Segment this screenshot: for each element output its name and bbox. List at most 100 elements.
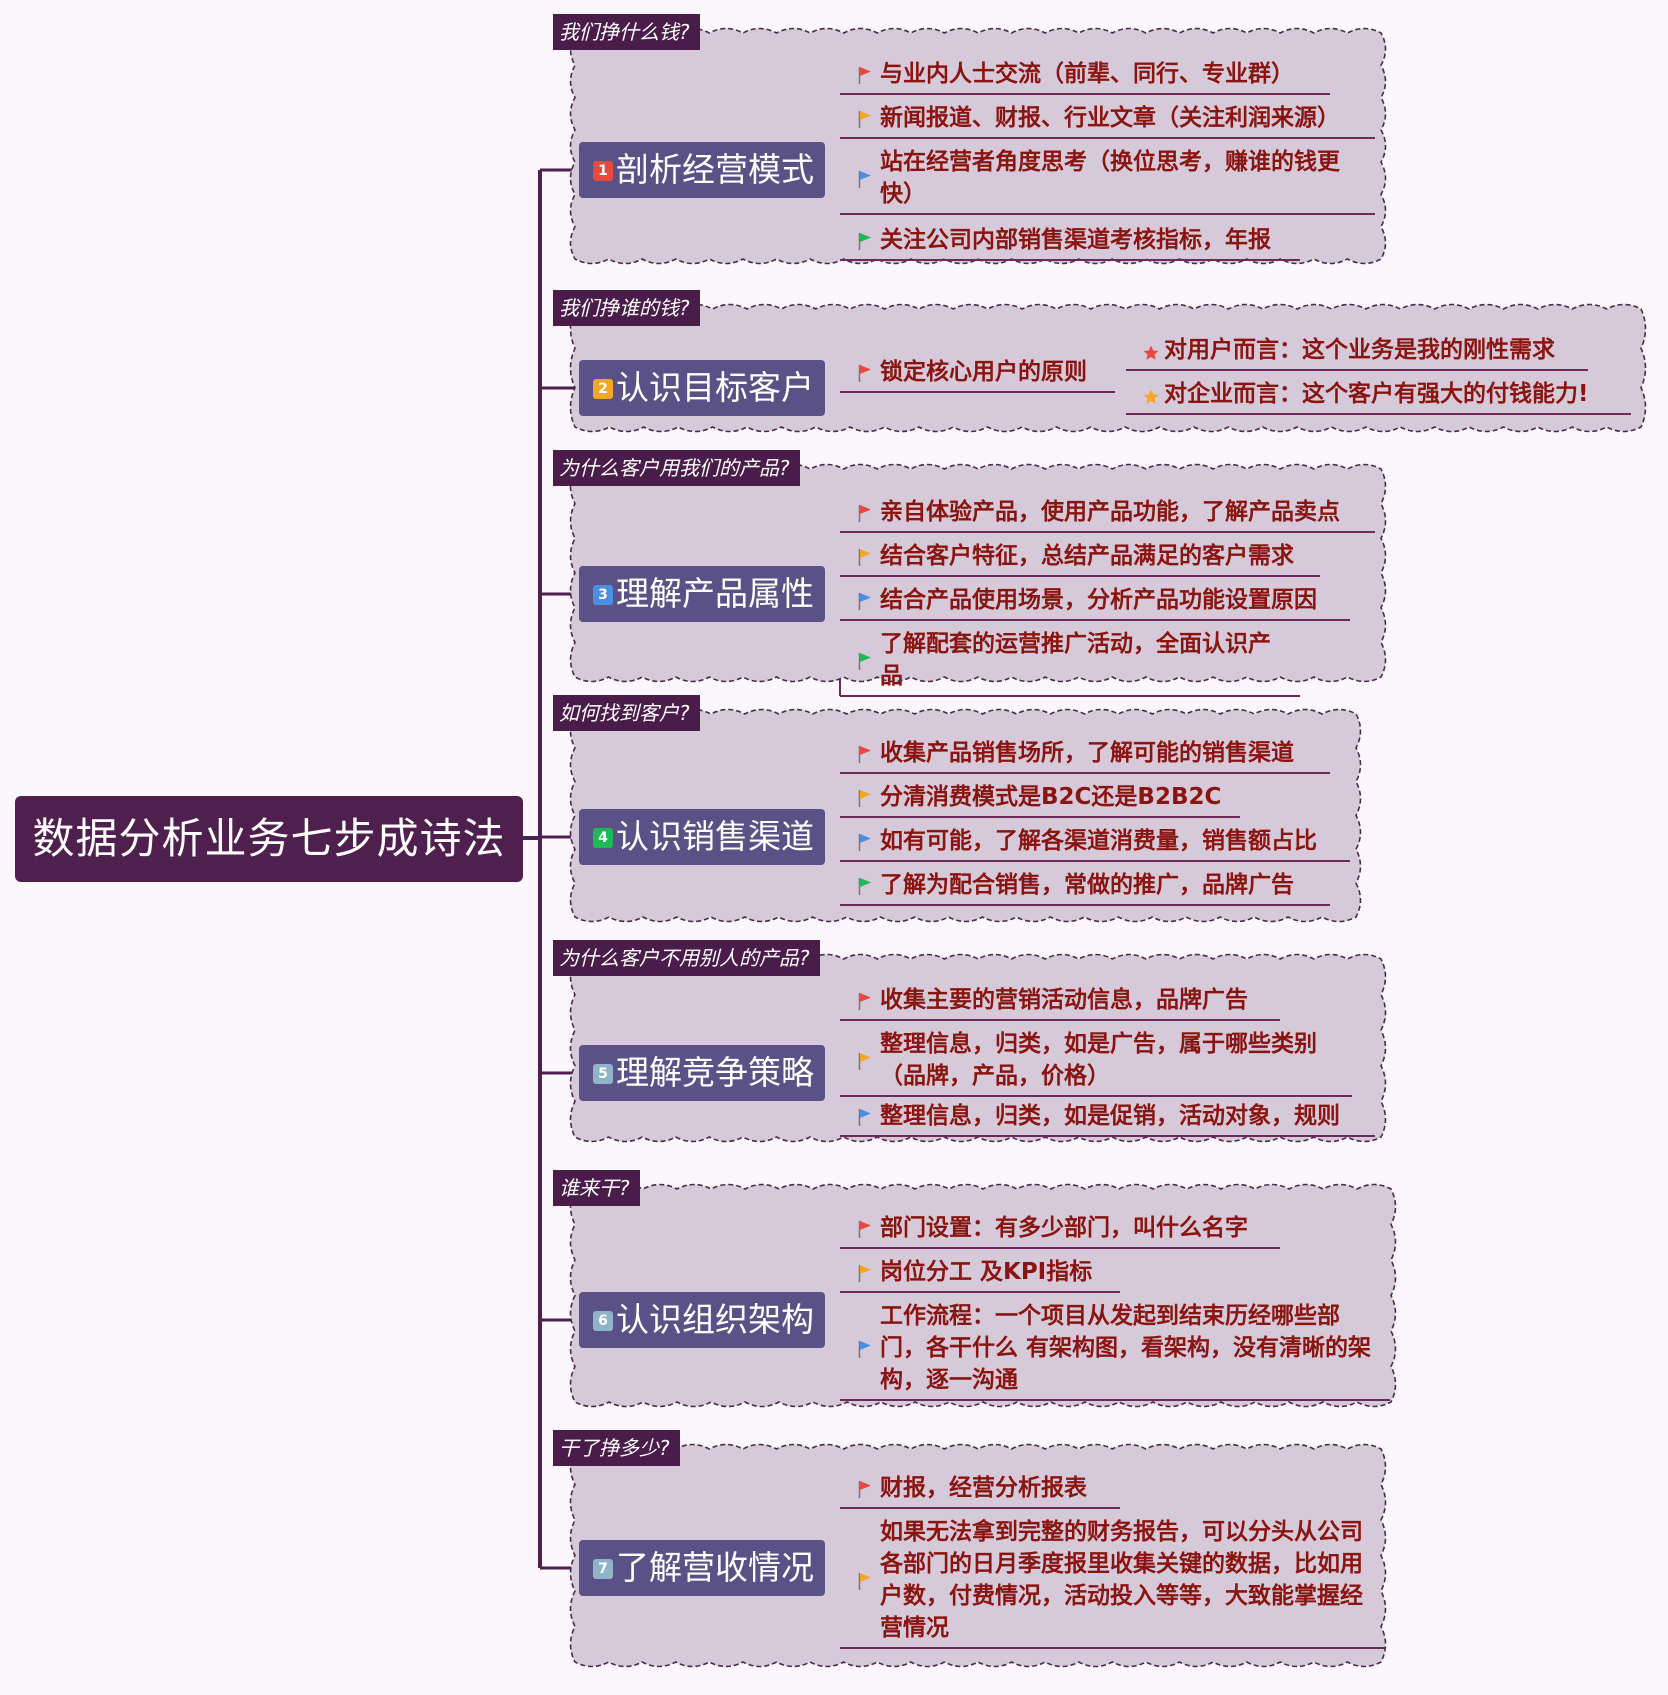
subtopic-text: 如果无法拿到完整的财务报告，可以分头从公司各部门的日月季度报里收集关键的数据，比…	[880, 1519, 1363, 1641]
subtopic[interactable]: 了解配套的运营推广活动，全面认识产品	[840, 624, 1300, 697]
subtopic-text: 收集主要的营销活动信息，品牌广告	[880, 987, 1248, 1013]
topic-label: 理解产品属性	[616, 574, 814, 613]
flag-blue-icon	[858, 1340, 872, 1358]
sub-subtopic[interactable]: 对企业而言：这个客户有强大的付钱能力!	[1126, 374, 1631, 415]
flag-red-icon	[858, 66, 872, 84]
subtopic-text: 整理信息，归类，如是广告，属于哪些类别（品牌，产品，价格）	[880, 1031, 1317, 1089]
priority-number-icon: 7	[593, 1559, 613, 1579]
boundary-cloud	[569, 303, 1647, 433]
flag-green-icon	[858, 232, 872, 250]
subtopic-text: 新闻报道、财报、行业文章（关注利润来源）	[880, 105, 1340, 131]
boundary-title[interactable]: 谁来干?	[553, 1170, 640, 1206]
sub-subtopic-text: 对用户而言：这个业务是我的刚性需求	[1164, 337, 1555, 363]
boundary-title[interactable]: 我们挣什么钱?	[553, 14, 700, 50]
flag-blue-icon	[858, 592, 872, 610]
topic-label: 认识组织架构	[616, 1300, 814, 1339]
boundary-title[interactable]: 如何找到客户?	[553, 695, 700, 731]
subtopic[interactable]: 收集主要的营销活动信息，品牌广告	[840, 980, 1280, 1021]
boundary-title[interactable]: 干了挣多少?	[553, 1430, 680, 1466]
flag-blue-icon	[858, 170, 872, 188]
priority-number-icon: 1	[593, 161, 613, 181]
topic-label: 了解营收情况	[616, 1548, 814, 1587]
subtopic[interactable]: 整理信息，归类，如是促销，活动对象，规则	[840, 1096, 1375, 1137]
boundary-title[interactable]: 为什么客户不用别人的产品?	[553, 940, 820, 976]
subtopic[interactable]: 收集产品销售场所，了解可能的销售渠道	[840, 733, 1330, 774]
star-red-icon	[1142, 339, 1160, 360]
flag-blue-icon	[858, 833, 872, 851]
subtopic-text: 站在经营者角度思考（换位思考，赚谁的钱更快）	[880, 149, 1340, 207]
root-topic[interactable]: 数据分析业务七步成诗法	[15, 796, 523, 882]
topic-label: 认识目标客户	[616, 368, 814, 407]
trunk-connector	[523, 170, 542, 1568]
flag-orange-icon	[858, 548, 872, 566]
subtopic-text: 部门设置：有多少部门，叫什么名字	[880, 1215, 1248, 1241]
subtopic[interactable]: 亲自体验产品，使用产品功能，了解产品卖点	[840, 492, 1375, 533]
flag-green-icon	[858, 877, 872, 895]
subtopic[interactable]: 锁定核心用户的原则	[840, 352, 1115, 393]
boundary-title[interactable]: 我们挣谁的钱?	[553, 290, 700, 326]
sub-subtopic-text: 对企业而言：这个客户有强大的付钱能力!	[1164, 381, 1589, 407]
boundary-title[interactable]: 为什么客户用我们的产品?	[553, 450, 800, 486]
subtopic[interactable]: 工作流程：一个项目从发起到结束历经哪些部门，各干什么 有架构图，看架构，没有清晰…	[840, 1296, 1390, 1401]
boundary-cloud	[569, 953, 1387, 1143]
subtopic-text: 收集产品销售场所，了解可能的销售渠道	[880, 740, 1294, 766]
subtopic[interactable]: 结合产品使用场景，分析产品功能设置原因	[840, 580, 1350, 621]
subtopic-text: 分清消费模式是B2C还是B2B2C	[880, 784, 1222, 810]
priority-number-icon: 4	[593, 828, 613, 848]
subtopic[interactable]: 岗位分工 及KPI指标	[840, 1252, 1120, 1293]
subtopic[interactable]: 财报，经营分析报表	[840, 1468, 1120, 1509]
subtopic[interactable]: 部门设置：有多少部门，叫什么名字	[840, 1208, 1280, 1249]
subtopic-text: 结合产品使用场景，分析产品功能设置原因	[880, 587, 1317, 613]
flag-red-icon	[858, 745, 872, 763]
subtopic-text: 关注公司内部销售渠道考核指标，年报	[880, 227, 1271, 253]
subtopic[interactable]: 分清消费模式是B2C还是B2B2C	[840, 777, 1240, 818]
subtopic-text: 了解配套的运营推广活动，全面认识产品	[880, 631, 1271, 689]
star-orange-icon	[1142, 383, 1160, 404]
subtopic[interactable]: 与业内人士交流（前辈、同行、专业群）	[840, 54, 1330, 95]
flag-green-icon	[858, 652, 872, 670]
flag-red-icon	[858, 504, 872, 522]
subtopic-text: 整理信息，归类，如是促销，活动对象，规则	[880, 1103, 1340, 1129]
priority-number-icon: 6	[593, 1311, 613, 1331]
flag-orange-icon	[858, 789, 872, 807]
subtopic[interactable]: 如果无法拿到完整的财务报告，可以分头从公司各部门的日月季度报里收集关键的数据，比…	[840, 1512, 1385, 1649]
boundary-cloud	[569, 1183, 1397, 1408]
subtopic[interactable]: 站在经营者角度思考（换位思考，赚谁的钱更快）	[840, 142, 1375, 215]
topic-label: 剖析经营模式	[616, 150, 814, 189]
subtopic-text: 了解为配合销售，常做的推广，品牌广告	[880, 872, 1294, 898]
flag-red-icon	[858, 364, 872, 382]
subtopic[interactable]: 整理信息，归类，如是广告，属于哪些类别（品牌，产品，价格）	[840, 1024, 1352, 1097]
subtopic[interactable]: 结合客户特征，总结产品满足的客户需求	[840, 536, 1320, 577]
priority-number-icon: 5	[593, 1064, 613, 1084]
subtopic[interactable]: 关注公司内部销售渠道考核指标，年报	[840, 220, 1300, 261]
subtopic-text: 结合客户特征，总结产品满足的客户需求	[880, 543, 1294, 569]
subtopic-text: 亲自体验产品，使用产品功能，了解产品卖点	[880, 499, 1340, 525]
subtopic-text: 工作流程：一个项目从发起到结束历经哪些部门，各干什么 有架构图，看架构，没有清晰…	[880, 1303, 1372, 1393]
flag-orange-icon	[858, 1264, 872, 1282]
flag-red-icon	[858, 1220, 872, 1238]
subtopic[interactable]: 新闻报道、财报、行业文章（关注利润来源）	[840, 98, 1375, 139]
flag-orange-icon	[858, 110, 872, 128]
boundary-cloud	[569, 708, 1362, 923]
subtopic[interactable]: 如有可能，了解各渠道消费量，销售额占比	[840, 821, 1350, 862]
priority-number-icon: 2	[593, 379, 613, 399]
priority-number-icon: 3	[593, 585, 613, 605]
sub-subtopic[interactable]: 对用户而言：这个业务是我的刚性需求	[1126, 330, 1588, 371]
boundary-cloud	[569, 27, 1387, 265]
subtopic[interactable]: 了解为配合销售，常做的推广，品牌广告	[840, 865, 1330, 906]
